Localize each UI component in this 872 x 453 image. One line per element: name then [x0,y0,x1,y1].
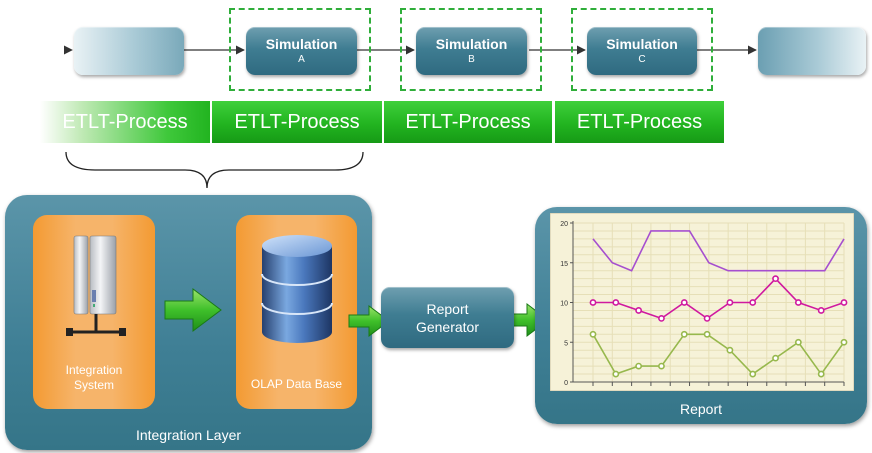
simulation-b-box[interactable]: Simulation B [416,27,527,75]
series-point-2 [840,299,848,306]
simulation-a-frame [229,8,371,91]
simulation-c-frame [571,8,713,91]
report-generator-line1: Report [426,301,469,317]
integration-system-label-line1: Integration [65,363,123,377]
series-point-3 [840,338,848,346]
database-icon [261,235,333,343]
series-point-3 [635,362,643,370]
report-generator-label: Report Generator [381,300,514,336]
y-tick-label: 0 [564,380,568,387]
y-tick-label: 20 [560,221,568,228]
y-tick-label: 5 [564,340,568,347]
report-generator-box[interactable]: Report Generator [381,287,514,348]
simulation-a-title: Simulation [265,36,338,52]
series-line-3 [592,333,845,376]
series-point-3 [589,330,597,338]
series-point-2 [794,299,802,306]
series-point-2 [817,307,825,314]
report-chart: 0 5 10 15 20 [550,213,854,391]
series-point-2 [612,299,620,306]
y-tick-label: 10 [560,301,568,308]
olap-database-label: OLAP Data Base [250,377,343,391]
pipeline-start-box [74,27,184,75]
integration-system-label: Integration System [33,363,155,393]
series-point-3 [749,370,757,378]
series-point-3 [772,354,779,362]
arrow-icon-2 [348,305,390,337]
etlt-process-2: ETLT-Process [212,101,382,143]
report-generator-line2: Generator [415,319,480,335]
simulation-c-title: Simulation [606,36,678,52]
series-point-3 [703,330,711,338]
series-point-2 [749,299,757,306]
series-point-3 [612,370,620,378]
simulation-a-sub: A [298,54,305,65]
etlt-process-3: ETLT-Process [384,101,552,143]
integration-layer-label: Integration Layer [135,427,242,443]
pipeline-arrows [10,45,757,55]
simulation-a-box[interactable]: Simulation A [246,27,357,75]
series-point-3 [817,370,825,378]
y-tick-label: 15 [560,261,568,268]
series-point-2 [680,299,688,306]
arrow-icon-1 [164,288,222,332]
series-point-3 [726,346,734,354]
series-point-3 [680,330,688,338]
series-point-2 [589,299,597,306]
series-line-2 [593,277,845,320]
series-point-2 [635,307,643,314]
series-point-2 [703,315,711,322]
simulation-b-title: Simulation [435,36,508,52]
simulation-c-sub: C [638,54,646,65]
series-line-1 [592,230,845,272]
etlt-process-4: ETLT-Process [555,101,724,143]
curly-brace [65,151,364,189]
series-point-2 [658,315,665,322]
series-point-3 [794,338,802,346]
integration-system-label-line2: System [73,378,114,392]
simulation-c-box[interactable]: Simulation C [587,27,697,75]
report-label: Report [679,401,723,417]
series-point-3 [658,362,665,370]
series-point-2 [726,299,734,306]
pipeline-end-box [758,27,866,75]
etlt-process-1: ETLT-Process [40,101,210,143]
server-icon [66,235,126,336]
series-point-2 [772,275,779,283]
simulation-b-frame [400,8,542,91]
simulation-b-sub: B [468,54,475,65]
